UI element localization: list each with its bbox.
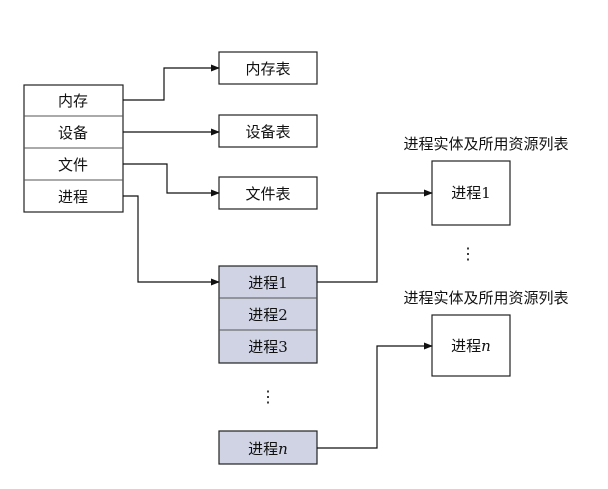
resource-list-n: 进程实体及所用资源列表 进程n	[403, 289, 569, 377]
resource-list-process-n: 进程n	[451, 337, 491, 355]
process-list-frame	[218, 265, 318, 364]
arrow-process-n-to-resource-list	[317, 342, 433, 449]
process-list-item-n: 进程n	[248, 440, 288, 458]
system-row-memory: 内存	[58, 92, 88, 110]
process-n-prefix: 进程	[248, 440, 278, 458]
memory-table: 内存表	[218, 51, 318, 85]
file-table: 文件表	[218, 176, 318, 210]
process-list-item-1: 进程1	[248, 274, 288, 292]
arrow-process-to-process-list	[123, 195, 220, 286]
arrow-file-to-file-table	[123, 163, 220, 197]
process-list: 进程1 进程2 进程3 ⋮ 进程n	[218, 265, 318, 465]
resource-list-caption-n: 进程实体及所用资源列表	[403, 289, 568, 307]
resource-list-ellipsis: ⋮	[460, 244, 476, 263]
resource-list-process-1: 进程1	[451, 184, 491, 202]
system-row-device: 设备	[58, 124, 88, 142]
system-row-file: 文件	[58, 156, 88, 174]
arrow-process-1-to-resource-list	[317, 189, 433, 283]
system-table: 内存 设备 文件 进程	[23, 84, 124, 213]
process-n-suffix: n	[278, 440, 288, 458]
arrow-memory-to-memory-table	[123, 64, 220, 101]
file-table-box	[218, 176, 318, 210]
resource-list-box-n	[431, 314, 511, 377]
memory-table-box	[218, 51, 318, 85]
resource-list-1: 进程实体及所用资源列表 进程1	[403, 135, 569, 226]
resource-list-caption-1: 进程实体及所用资源列表	[403, 135, 568, 153]
device-table: 设备表	[218, 114, 318, 148]
system-row-process: 进程	[58, 188, 88, 206]
memory-table-label: 内存表	[245, 60, 290, 78]
resource-list-box-1	[431, 160, 511, 226]
resource-process-n-prefix: 进程	[451, 337, 481, 355]
process-list-item-2: 进程2	[248, 306, 288, 324]
resource-process-n-suffix: n	[481, 337, 491, 355]
device-table-label: 设备表	[245, 123, 290, 141]
process-list-item-3: 进程3	[248, 338, 288, 356]
device-table-box	[218, 114, 318, 148]
file-table-label: 文件表	[245, 185, 290, 203]
process-list-ellipsis: ⋮	[260, 387, 276, 406]
